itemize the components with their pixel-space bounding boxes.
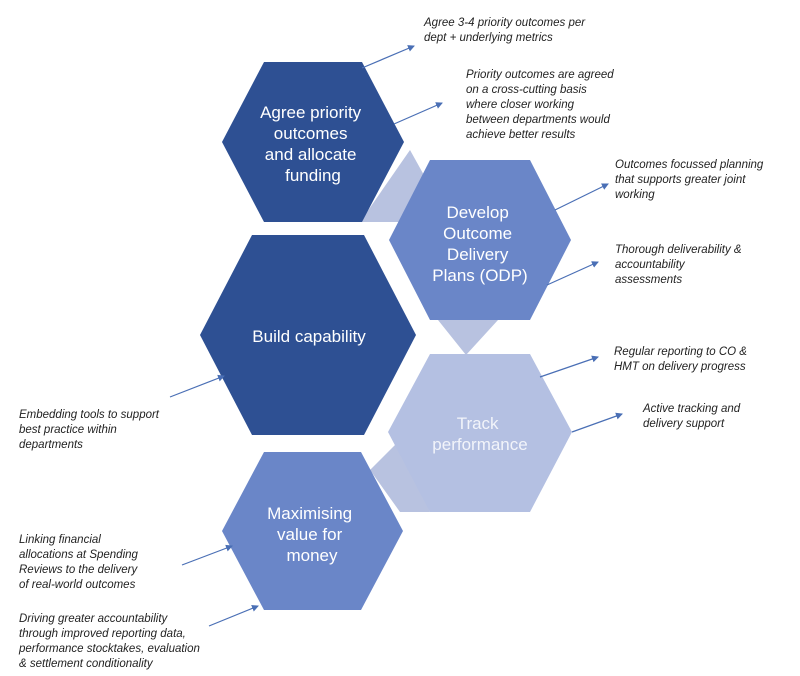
hex-label-track: Track performance xyxy=(432,414,527,454)
hex-label-agree: Agree priority outcomes and allocate fun… xyxy=(260,103,366,185)
hex-label-develop: Develop Outcome Delivery Plans (ODP) xyxy=(432,203,527,285)
arrow-track-1 xyxy=(539,355,599,378)
arrow-develop-2 xyxy=(546,261,599,286)
hex-develop-odp xyxy=(389,160,571,320)
note-track-reporting: Regular reporting to CO &HMT on delivery… xyxy=(614,346,747,373)
hex-agree-priority-outcomes xyxy=(222,62,404,222)
arrow-agree-2 xyxy=(393,102,443,125)
hex-label-maximise: Maximising value for money xyxy=(267,504,357,565)
connector-track-maximise xyxy=(370,440,430,512)
arrow-maximise-1 xyxy=(181,544,233,566)
hex-build-capability xyxy=(200,235,416,435)
hex-label-build: Build capability xyxy=(252,327,366,346)
arrow-develop-1 xyxy=(554,183,609,211)
hex-maximising-value xyxy=(222,452,403,610)
connector-develop-track xyxy=(438,320,498,355)
arrow-build-1 xyxy=(169,374,225,398)
hex-track-performance xyxy=(388,354,572,512)
arrow-maximise-2 xyxy=(208,605,259,627)
arrow-agree-1 xyxy=(361,45,415,69)
arrow-track-2 xyxy=(571,412,623,433)
